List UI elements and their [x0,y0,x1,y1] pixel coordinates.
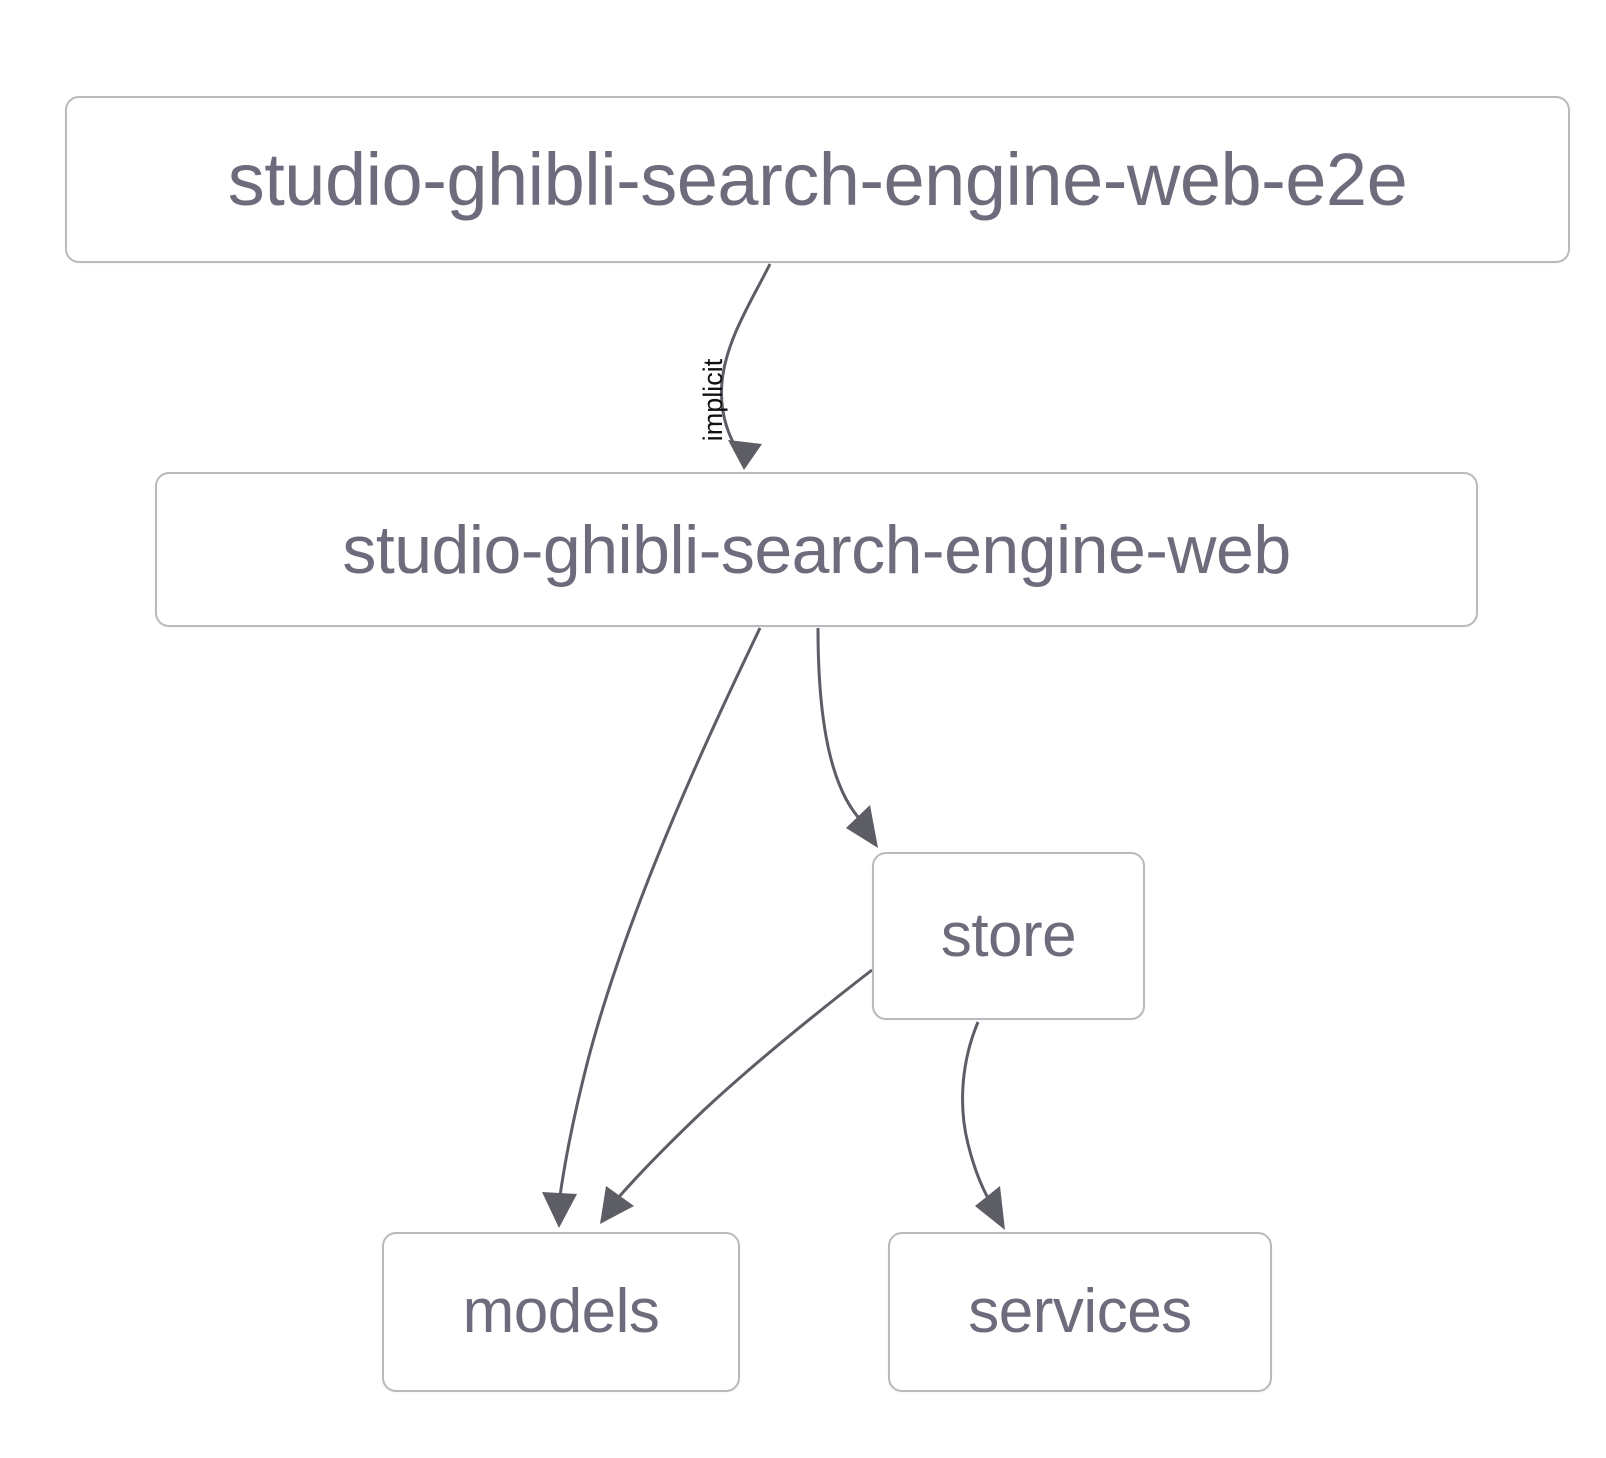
node-label: store [940,901,1077,970]
edge-arrowhead-store-services [975,1186,1005,1230]
edge-path-web-models [558,627,762,1197]
node-models[interactable]: models [382,1232,740,1392]
node-store[interactable]: store [872,852,1145,1020]
edge-path-e2e-web [719,263,772,457]
node-studio-ghibli-search-engine-web-e2e[interactable]: studio-ghibli-search-engine-web-e2e [65,96,1570,263]
edge-label-implicit: implicit [698,358,728,441]
edge-arrowhead-e2e-web [728,440,762,470]
node-studio-ghibli-search-engine-web[interactable]: studio-ghibli-search-engine-web [155,472,1478,627]
edge-path-web-store [816,627,868,828]
edge-web-to-models[interactable] [542,627,762,1228]
edge-web-to-store[interactable] [816,627,878,848]
node-label: services [968,1277,1192,1346]
node-services[interactable]: services [888,1232,1272,1392]
node-label: models [462,1277,660,1346]
node-label: studio-ghibli-search-engine-web [342,511,1291,588]
edge-store-to-models[interactable] [600,968,873,1224]
edge-e2e-to-web[interactable]: implicit [698,263,772,470]
edge-path-store-services [961,1021,996,1209]
edge-arrowhead-web-store [846,805,878,848]
edge-store-to-services[interactable] [961,1021,1005,1230]
node-label: studio-ghibli-search-engine-web-e2e [227,137,1408,221]
edge-path-store-models [616,968,873,1199]
edge-arrowhead-store-models [600,1186,634,1224]
edge-arrowhead-web-models [542,1192,577,1228]
